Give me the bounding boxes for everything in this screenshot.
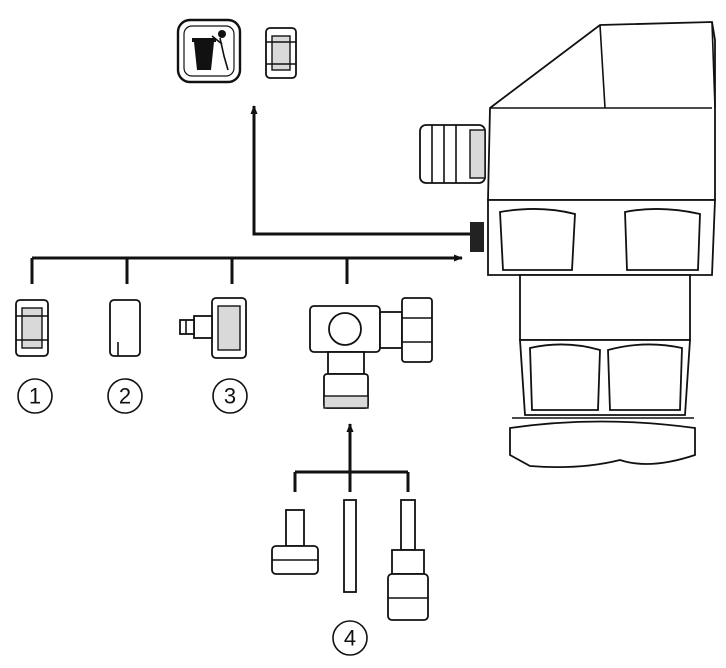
main-device (419, 21, 716, 469)
svg-text:2: 2 (119, 384, 131, 409)
svg-text:4: 4 (344, 626, 356, 651)
accessory-2-plug (109, 299, 141, 357)
side-connector (419, 124, 486, 184)
svg-text:3: 3 (224, 384, 236, 409)
accessory-1-cap (15, 299, 49, 357)
callout-1: 1 (17, 378, 53, 414)
svg-text:1: 1 (29, 384, 41, 409)
disposal-group (176, 18, 297, 84)
disposed-cap (265, 27, 297, 79)
connection-lines (30, 105, 470, 492)
callout-4: 4 (332, 620, 368, 656)
callout-2: 2 (107, 378, 143, 414)
accessory-3-adapter (179, 297, 247, 359)
callout-3: 3 (212, 378, 248, 414)
recycle-bin-icon (176, 18, 242, 84)
accessory-4-tee (309, 297, 433, 409)
item-4-fitting (387, 499, 429, 621)
item-4-knob (271, 509, 319, 575)
item-4-rod (343, 499, 357, 593)
